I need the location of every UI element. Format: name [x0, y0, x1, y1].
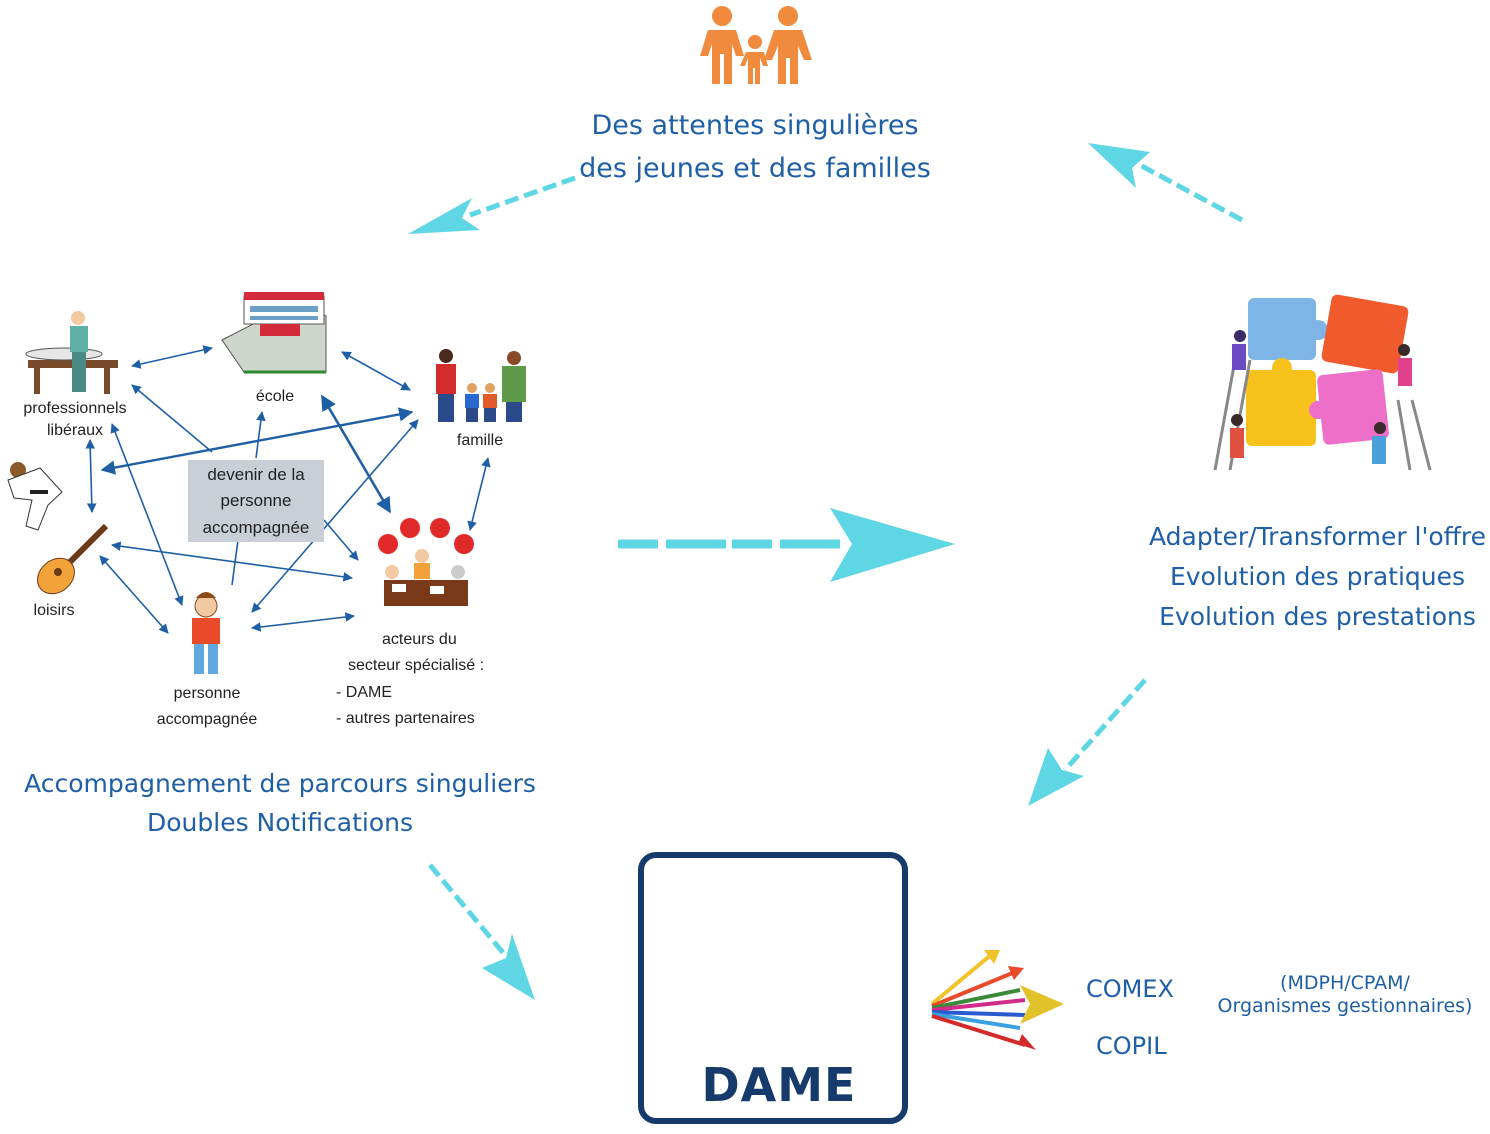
family-icon [700, 6, 812, 84]
comex-label: COMEX [1086, 975, 1174, 1003]
left-caption-line2: Doubles Notifications [146, 807, 414, 837]
organismes-line2: Organismes gestionnaires) [1217, 994, 1473, 1017]
cyan-arrow-right-to-top [1088, 143, 1244, 223]
node-acteurs-line1: acteurs du [382, 631, 457, 648]
meeting-table-icon [378, 518, 474, 606]
top-caption: Des attentes singulières des jeunes et d… [520, 104, 990, 190]
center-box-line1: devenir de la [207, 465, 305, 484]
organismes-label: (MDPH/CPAM/ Organismes gestionnaires) [1205, 972, 1485, 1018]
node-professionnels-line2: libéraux [46, 421, 104, 439]
right-caption-line3: Evolution des prestations [1159, 602, 1476, 631]
right-caption-line1: Adapter/Transformer l'offre [1148, 522, 1486, 551]
cyan-arrow-right-to-dame [1028, 678, 1147, 806]
family-small-icon [436, 349, 526, 422]
node-professionnels-line1: professionnels [23, 400, 127, 417]
node-famille-label: famille [456, 432, 504, 449]
massage-therapist-icon [25, 311, 118, 394]
top-caption-line1: Des attentes singulières [591, 110, 919, 141]
node-personne-label: personne accompagnée [140, 681, 274, 732]
child-icon [192, 592, 220, 674]
school-icon [221, 292, 327, 374]
node-loisirs-label: loisirs [33, 602, 75, 619]
copil-label: COPIL [1096, 1032, 1167, 1060]
right-caption: Adapter/Transformer l'offre Evolution de… [1135, 517, 1490, 637]
judo-icon [7, 462, 63, 531]
center-box-devenir: devenir de la personne accompagnée [188, 460, 324, 542]
node-professionnels-label: professionnels libéraux [10, 398, 140, 441]
cyan-arrow-middle [618, 508, 955, 582]
node-acteurs-line2: secteur spécialisé : [348, 657, 485, 675]
node-acteurs-line4: - autres partenaires [336, 710, 475, 728]
dame-frame [638, 852, 908, 1124]
center-box-line2: personne [220, 491, 292, 511]
guitar-icon [37, 523, 109, 595]
node-ecole-label: école [255, 388, 295, 405]
left-caption: Accompagnement de parcours singuliers Do… [20, 765, 540, 843]
puzzle-teamwork-icon [1213, 294, 1432, 471]
network-arrows [85, 345, 491, 634]
right-caption-line2: Evolution des pratiques [1169, 562, 1466, 591]
node-acteurs-line3: - DAME [336, 683, 392, 701]
organismes-line1: (MDPH/CPAM/ [1280, 972, 1410, 994]
dame-label: DAME [701, 1058, 857, 1112]
top-caption-line2: des jeunes et des familles [579, 153, 931, 185]
cyan-arrow-left-to-dame [428, 863, 535, 1000]
cyan-arrow-top-left [408, 175, 576, 234]
center-box-line3: accompagnée [202, 517, 310, 537]
colored-arrows-bundle [930, 950, 1064, 1050]
node-acteurs-label: acteurs du secteur spécialisé : - DAME -… [336, 627, 516, 733]
left-caption-line1: Accompagnement de parcours singuliers [24, 769, 536, 798]
node-personne-line1: personne [173, 685, 241, 702]
node-personne-line2: accompagnée [156, 710, 258, 728]
